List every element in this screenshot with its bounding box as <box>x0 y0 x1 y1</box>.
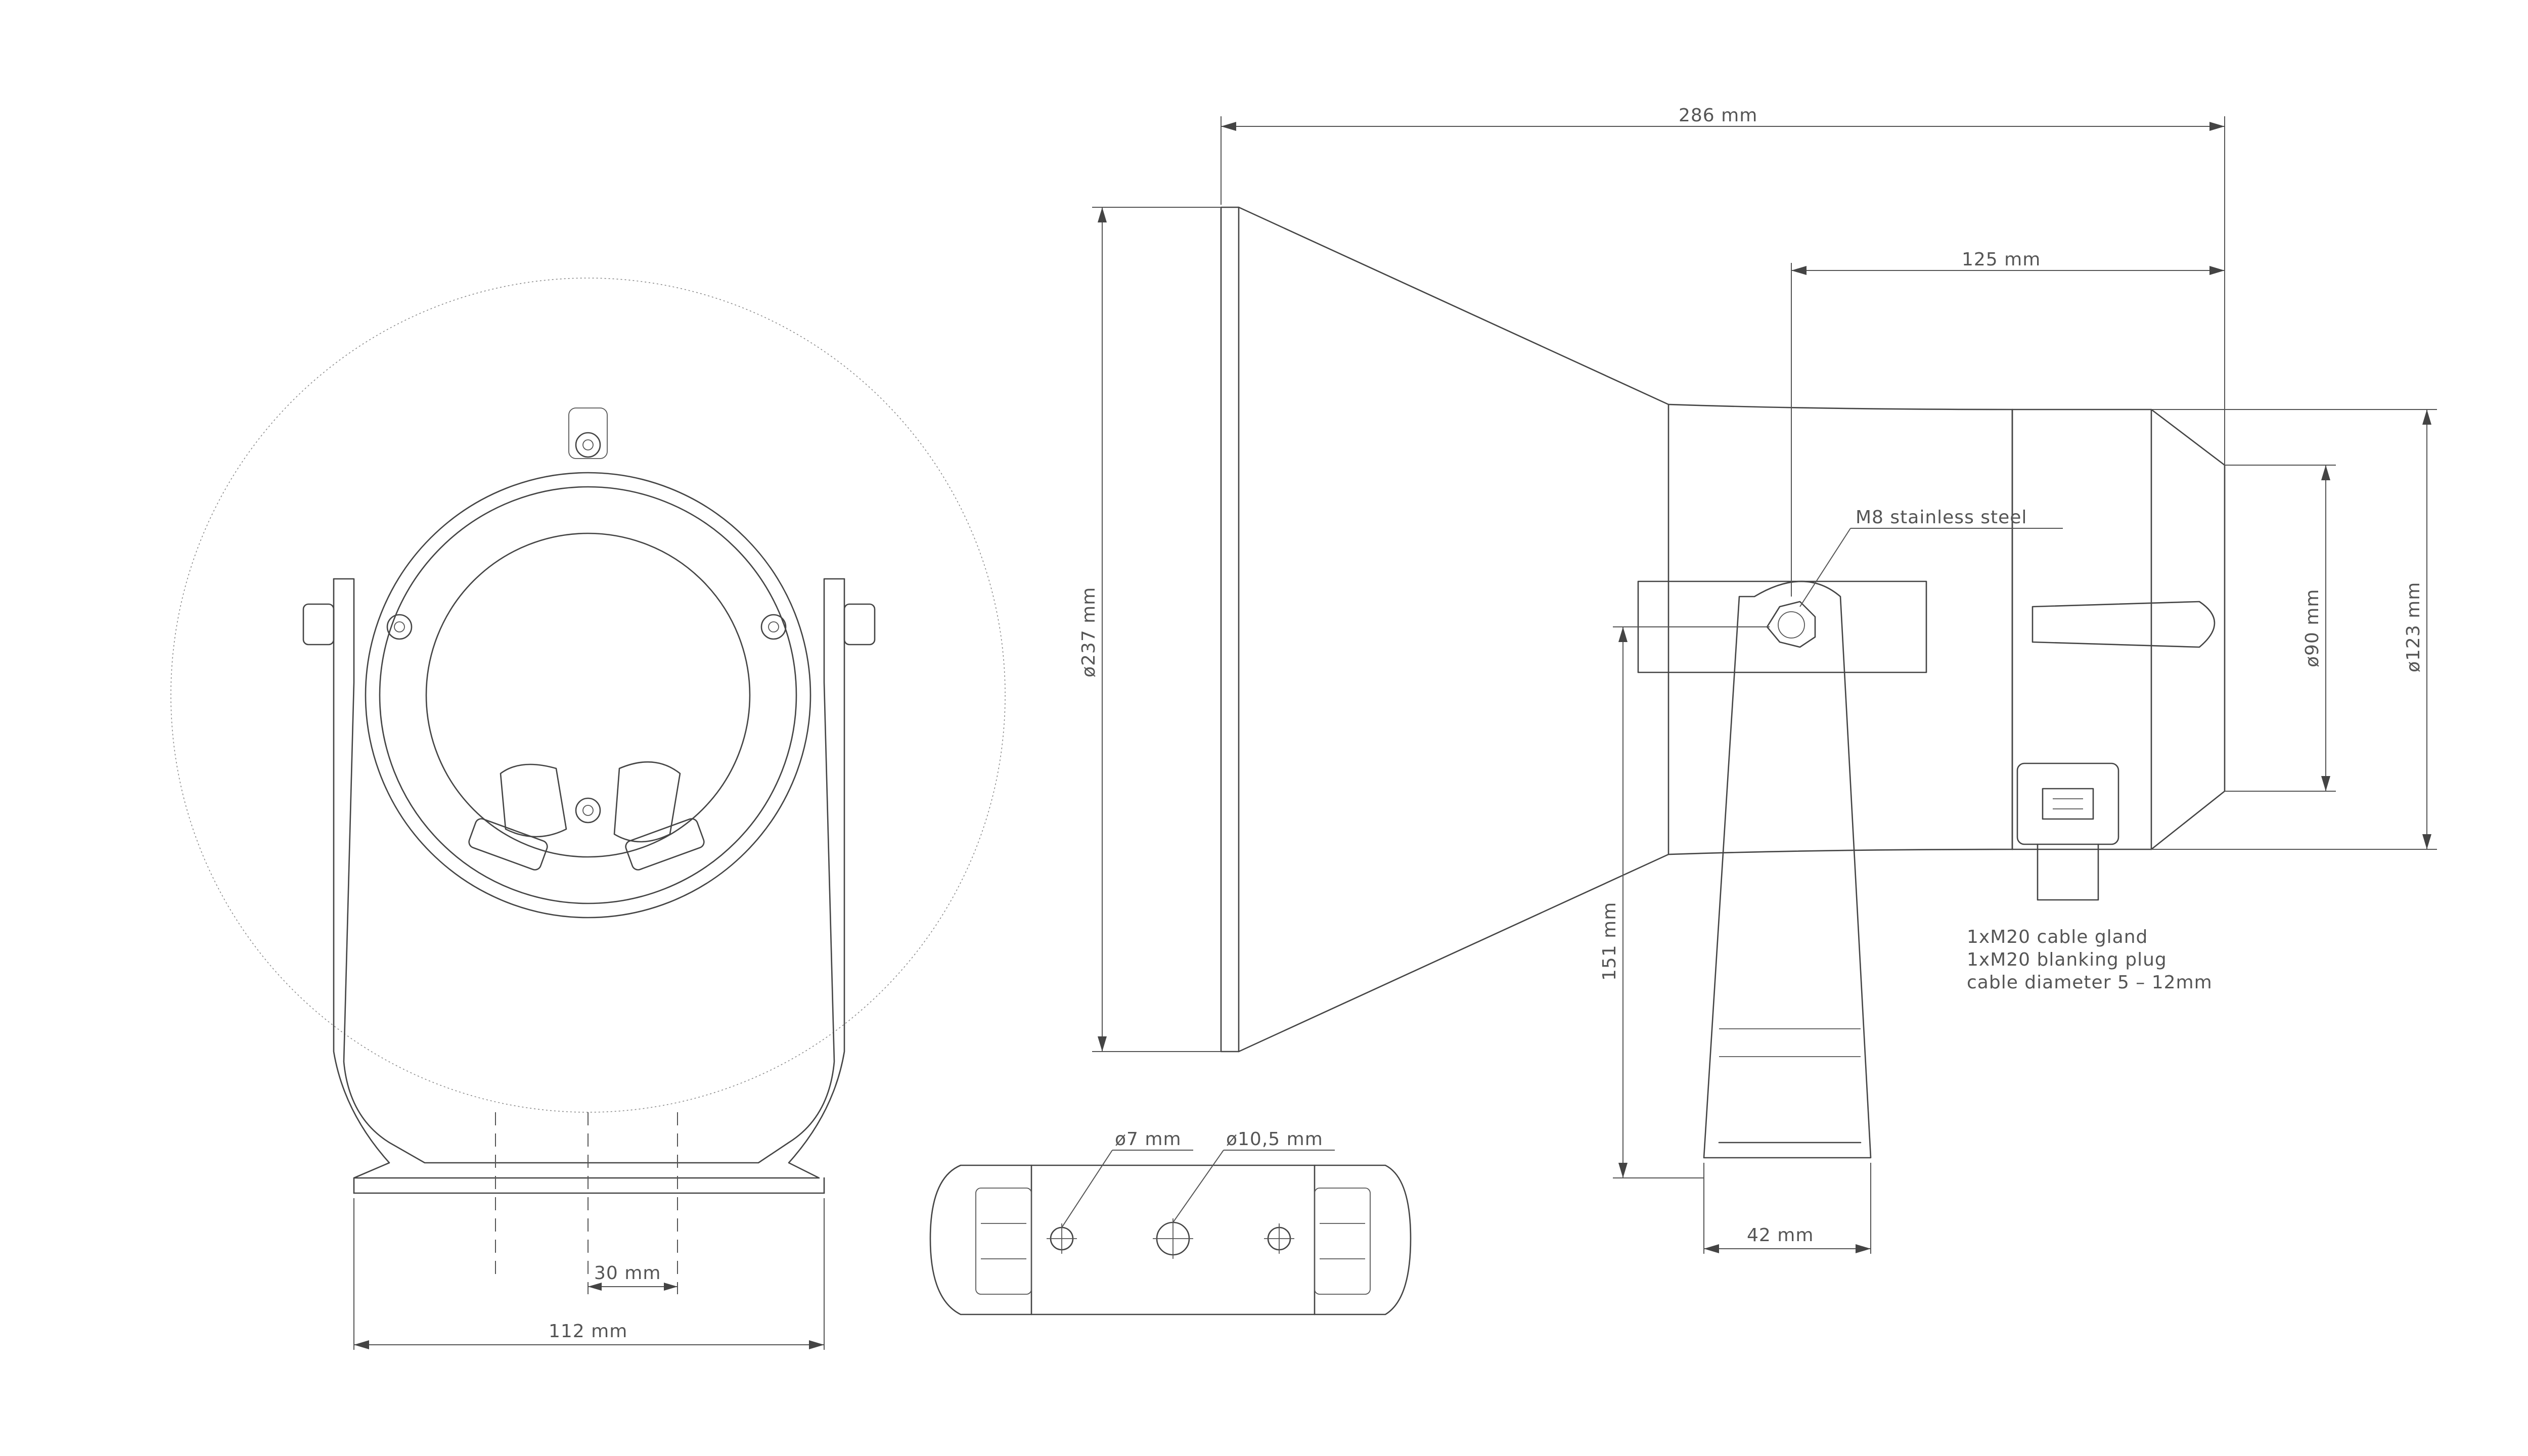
dim-hole-spacing-label: 30 mm <box>594 1263 661 1284</box>
dim-horn-diameter-label: ø237 mm <box>1078 587 1099 677</box>
driver-ring-outer <box>365 472 811 919</box>
dim-mount-height-label: 151 mm <box>1599 902 1620 981</box>
horn-outline <box>170 278 1006 1113</box>
gland-callout-line3: cable diameter 5 – 12mm <box>1967 972 2213 993</box>
hole-small-right-icon <box>1264 1223 1294 1254</box>
small-hole-label: ø7 mm <box>1115 1129 1182 1150</box>
ring-screw-bottom-icon <box>575 797 601 824</box>
dim-mount-height: 151 mm <box>1599 626 1770 1178</box>
dim-overall-length-label: 286 mm <box>1679 105 1757 126</box>
dim-inner-diameter-label: ø90 mm <box>2302 589 2323 667</box>
front-bracket <box>302 578 876 1294</box>
side-cable-gland-icon <box>2016 762 2119 901</box>
rear-cap <box>2011 408 2226 850</box>
front-view: 30 mm 112 mm <box>170 278 1006 1350</box>
driver-ring-inner <box>379 486 797 904</box>
ring-screw-top-icon <box>568 407 608 459</box>
gland-callout-line1: 1xM20 cable gland <box>1967 927 2148 947</box>
side-bracket <box>1703 580 1872 1159</box>
dim-bracket-width: 42 mm <box>1703 1163 1871 1254</box>
side-view: 286 mm 125 mm ø237 mm ø123 mm <box>1078 105 2437 1254</box>
large-hole-label: ø10,5 mm <box>1226 1129 1323 1150</box>
dim-inner-diameter: ø90 mm <box>2225 465 2336 792</box>
dim-rear-diameter-label: ø123 mm <box>2403 582 2424 672</box>
gland-callout: 1xM20 cable gland 1xM20 blanking plug ca… <box>1967 927 2213 993</box>
dim-horn-diameter: ø237 mm <box>1078 207 1221 1052</box>
ring-screw-left-icon <box>386 614 413 640</box>
rear-body <box>1667 403 2013 855</box>
bolt-head-icon <box>1766 601 1816 648</box>
front-cable-gland-left-icon <box>468 763 567 871</box>
ring-screw-right-icon <box>760 614 787 640</box>
dim-bracket-width-label: 42 mm <box>1747 1225 1814 1246</box>
hole-small-left-icon <box>1047 1223 1077 1254</box>
dim-hole-spacing: 30 mm <box>588 1263 678 1291</box>
small-hole-callout: ø7 mm <box>1061 1129 1193 1228</box>
dim-overall-length: 286 mm <box>1221 105 2225 465</box>
dim-base-width: 112 mm <box>353 1198 825 1350</box>
gland-callout-line2: 1xM20 blanking plug <box>1967 949 2167 970</box>
driver-opening <box>425 532 751 858</box>
large-hole-callout: ø10,5 mm <box>1172 1129 1335 1223</box>
bottom-view: ø7 mm ø10,5 mm <box>929 1129 1412 1315</box>
dim-base-width-label: 112 mm <box>549 1321 627 1342</box>
base-plate <box>929 1164 1412 1315</box>
bolt-callout: M8 stainless steel <box>1799 507 2063 607</box>
front-cable-gland-right-icon <box>613 761 705 871</box>
bolt-callout-label: M8 stainless steel <box>1856 507 2027 528</box>
dim-rear-length-label: 125 mm <box>1962 249 2041 270</box>
rear-handle <box>2032 601 2216 648</box>
dim-rear-length: 125 mm <box>1791 249 2225 597</box>
dim-rear-diameter: ø123 mm <box>2151 409 2437 850</box>
hole-large-center-icon <box>1153 1218 1193 1259</box>
